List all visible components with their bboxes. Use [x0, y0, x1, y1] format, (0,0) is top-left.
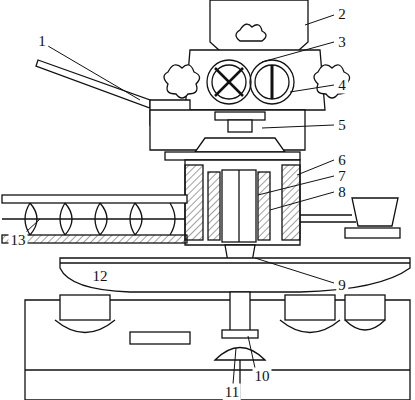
- callout-number: 1: [36, 33, 48, 50]
- callout-number: 3: [336, 34, 348, 51]
- callout-number: 10: [253, 368, 272, 385]
- callout-number: 8: [336, 184, 348, 201]
- callout-number: 11: [223, 384, 241, 400]
- callout-number: 12: [91, 268, 110, 285]
- callout-number: 13: [9, 232, 28, 249]
- callout-number: 7: [336, 168, 348, 185]
- callout-number: 6: [336, 152, 348, 169]
- callout-number: 2: [336, 6, 348, 23]
- callout-number: 4: [336, 77, 348, 94]
- callout-number: 5: [336, 117, 348, 134]
- callout-number: 9: [336, 277, 348, 294]
